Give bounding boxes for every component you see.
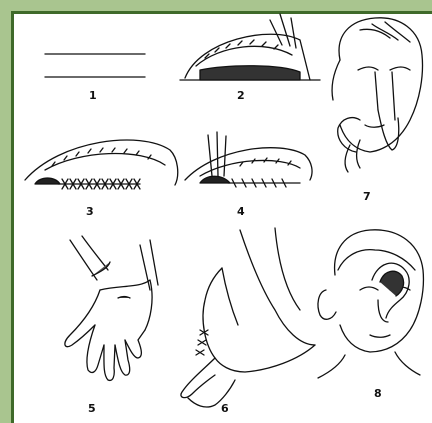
panel-label-7: 7 [363,190,371,203]
panel-2-tube-flap [180,14,320,80]
panel-label-5: 5 [88,402,96,415]
panel-7-head-nose-flap [332,18,422,172]
panel-3-sutured-flap [25,140,178,189]
panel-4-flap-forceps [185,132,312,187]
panel-8-head-tube-flap [318,230,423,378]
panel-label-1: 1 [89,89,97,102]
panel-6-forearm-flap [181,228,315,407]
panel-label-4: 4 [237,205,245,218]
panel-label-6: 6 [221,402,229,415]
panel-label-8: 8 [374,387,382,400]
panel-label-3: 3 [86,205,94,218]
panel-1-incision-lines [45,54,145,77]
panel-label-2: 2 [237,89,245,102]
panel-5-hand-flap [65,236,158,380]
